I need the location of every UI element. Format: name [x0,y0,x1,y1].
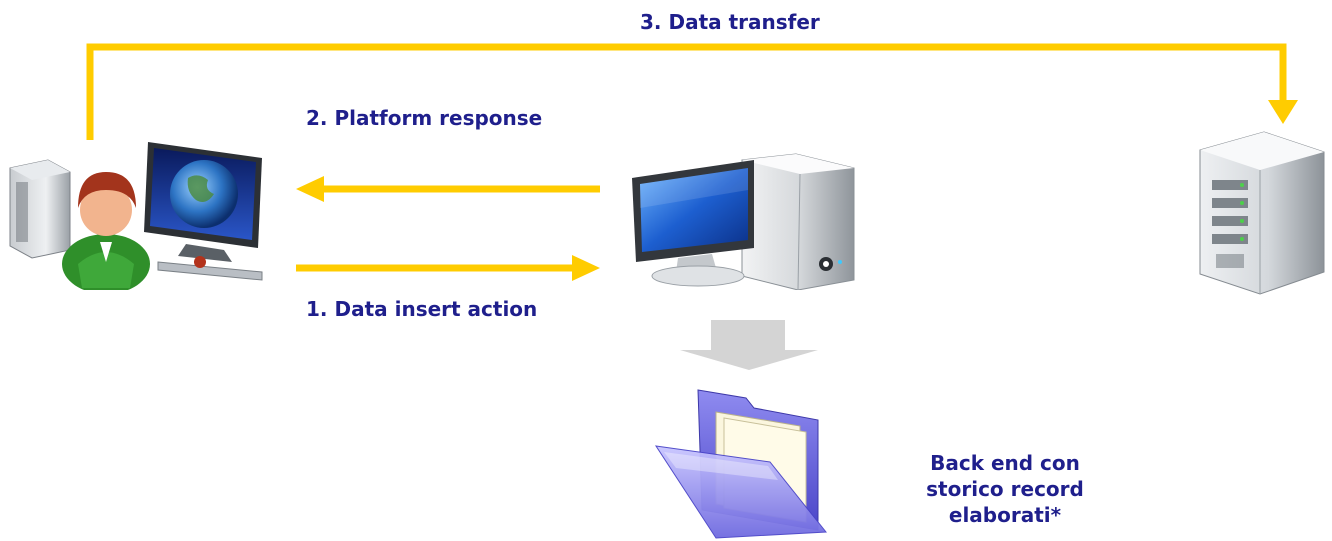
folder-icon [654,389,827,539]
platform-response-label: 2. Platform response [306,106,543,130]
server-tower-icon [1199,131,1325,295]
data-insert-label: 1. Data insert action [306,297,538,321]
data-transfer-label: 3. Data transfer [640,10,820,34]
data-transfer-arrow [86,43,1298,140]
platform-response-arrow [296,176,600,202]
user-workstation-icon [9,142,263,290]
backend-down-arrow [680,320,818,370]
backend-label: Back end con storico record elaborati* [926,451,1084,527]
desktop-computer-icon [632,153,855,290]
data-insert-arrow [296,255,600,281]
